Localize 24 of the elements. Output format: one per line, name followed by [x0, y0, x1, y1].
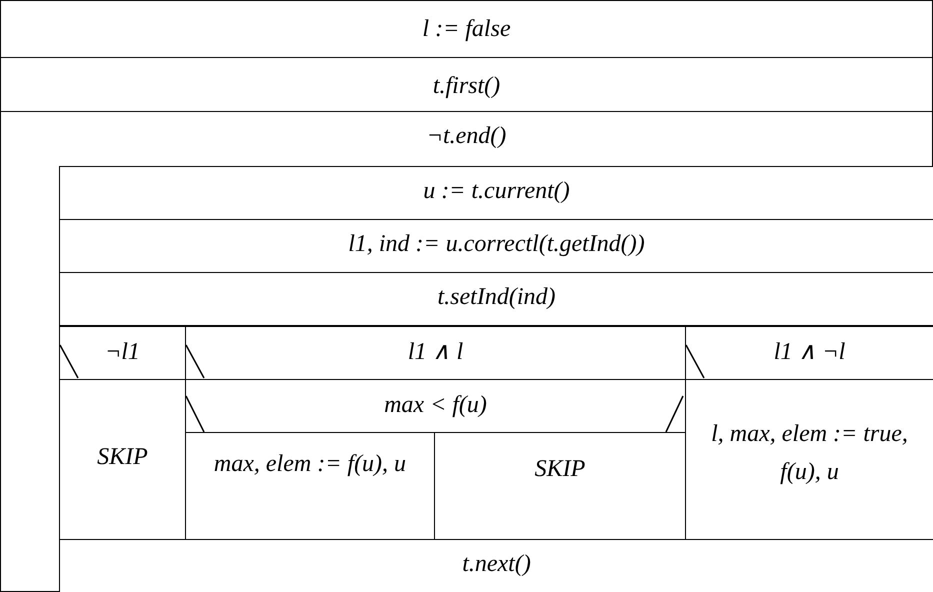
statement-text: ¬t.end() — [426, 122, 506, 151]
statement-text: t.next() — [462, 550, 531, 579]
statement-text: max < f(u) — [384, 391, 487, 420]
statement-box — [0, 57, 933, 112]
statement-text: l, max, elem := true, f(u), u — [710, 420, 909, 487]
statement-text: max, elem := f(u), u — [214, 450, 406, 479]
statement-text: SKIP — [97, 443, 148, 472]
statement-text: t.setInd(ind) — [438, 283, 556, 312]
statement-text: l1, ind := u.correctl(t.getInd()) — [348, 230, 645, 259]
statement-text: SKIP — [534, 455, 586, 484]
statement-box — [0, 0, 933, 58]
statement-text: l := false — [422, 15, 511, 44]
statement-box — [59, 272, 933, 326]
statement-text: l1 ∧ ¬l — [774, 338, 846, 367]
statement-text: l1 ∧ l — [408, 338, 464, 367]
statement-text: ¬l1 — [105, 338, 140, 367]
case-header — [59, 326, 186, 380]
statement-box — [59, 539, 933, 592]
statement-box — [59, 166, 933, 220]
statement-box — [59, 219, 933, 273]
statement-text: t.first() — [432, 72, 500, 101]
loop-block — [0, 111, 933, 592]
case-header — [685, 326, 933, 380]
statement-text: u := t.current() — [423, 177, 570, 206]
